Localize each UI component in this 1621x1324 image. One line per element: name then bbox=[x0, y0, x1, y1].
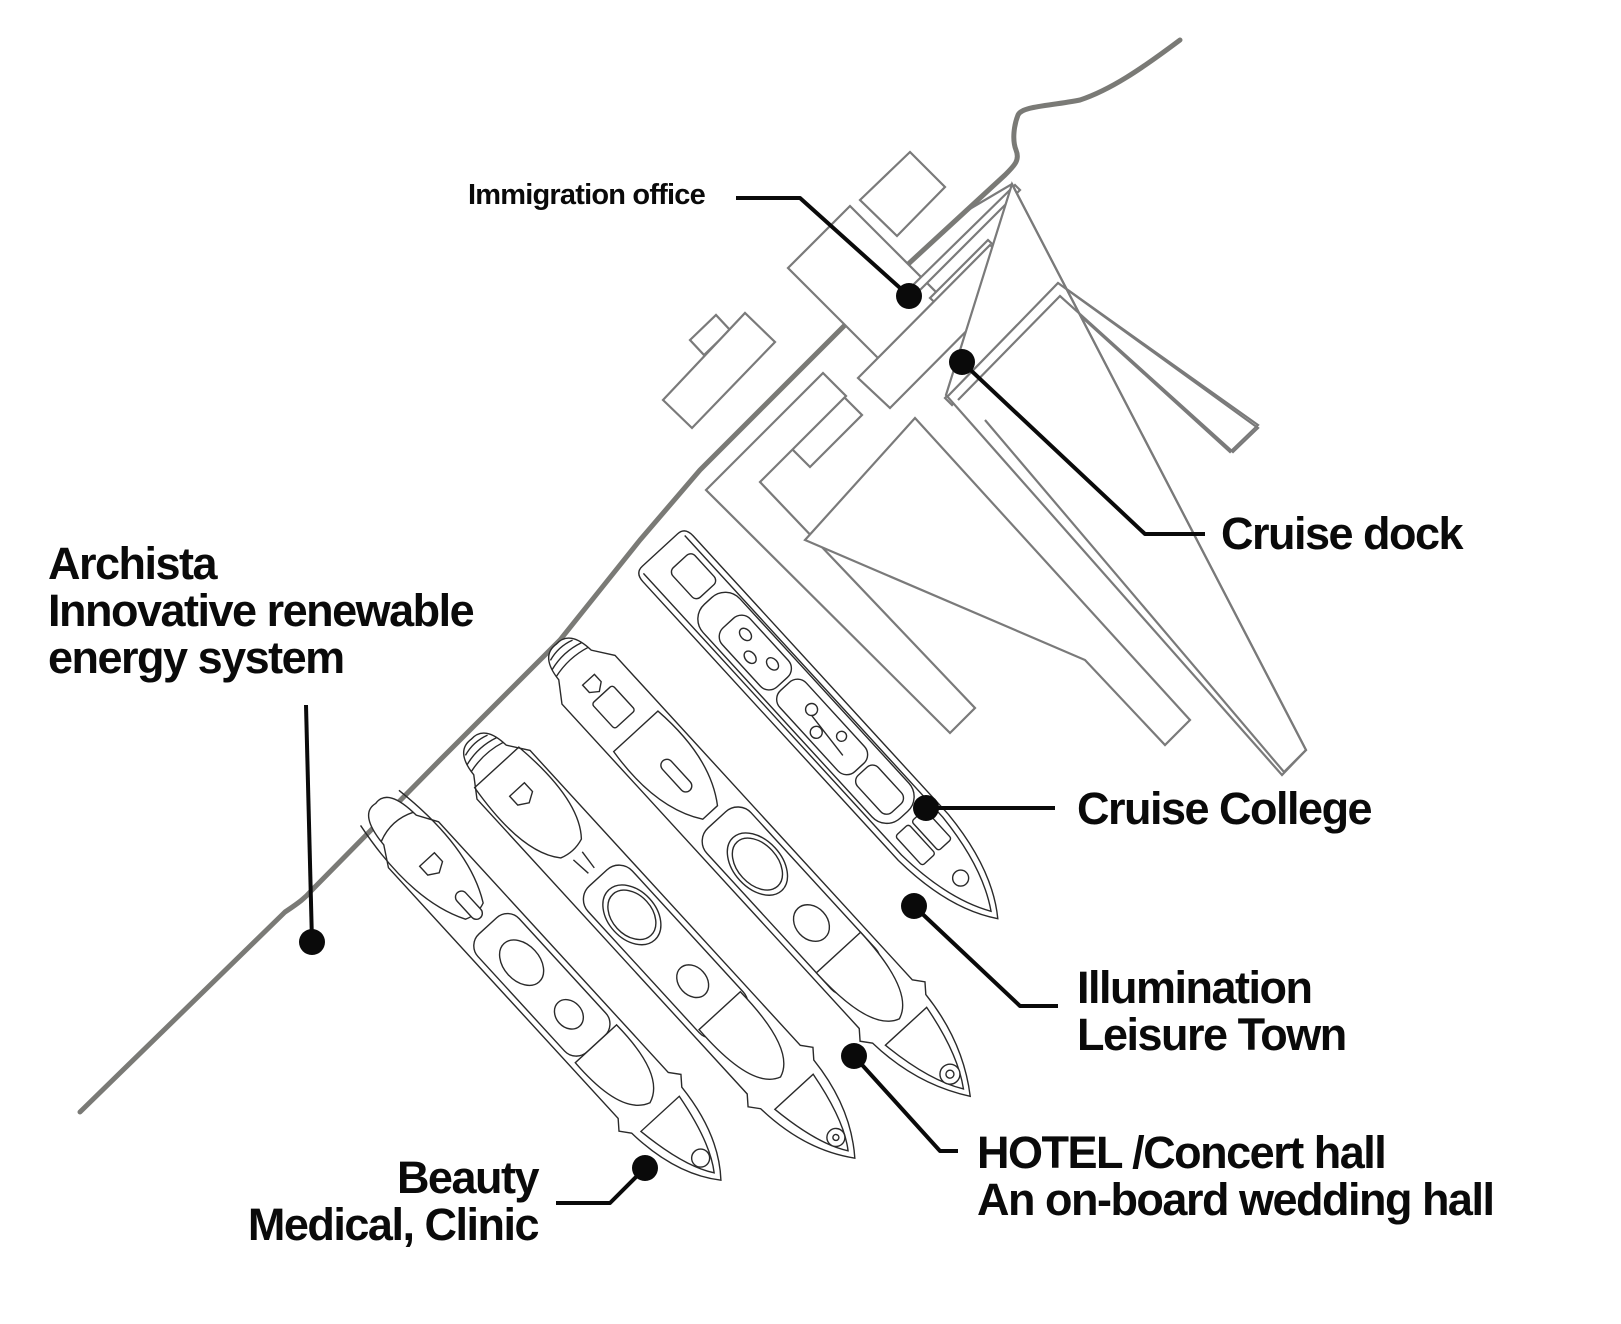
dot-illumination bbox=[901, 893, 927, 919]
ship-deck-aft bbox=[670, 553, 717, 600]
ship-funnel bbox=[454, 890, 484, 921]
ship-theatre bbox=[815, 931, 904, 1022]
label-archista: Archista Innovative renewable energy sys… bbox=[48, 538, 475, 683]
ship-pool-2 bbox=[743, 650, 757, 665]
ship-fore bbox=[773, 1073, 849, 1152]
ship-cruise-college bbox=[638, 530, 999, 920]
ship-promenade bbox=[473, 912, 611, 1057]
callout-dots bbox=[299, 283, 975, 1181]
ship-crest bbox=[418, 851, 444, 876]
dot-hotel bbox=[841, 1043, 867, 1069]
ship-bow-feature-inner bbox=[945, 1069, 955, 1079]
label-illumination-line2: Leisure Town bbox=[1077, 1009, 1347, 1060]
label-hotel-line2: An on-board wedding hall bbox=[977, 1174, 1495, 1225]
dot-beauty bbox=[632, 1155, 658, 1181]
ship-dome bbox=[553, 998, 585, 1030]
leader-archista bbox=[304, 704, 314, 943]
dot-cruise-college bbox=[913, 795, 939, 821]
ship-deck-feature bbox=[804, 702, 819, 717]
callouts bbox=[304, 196, 1205, 1205]
ship-hotel bbox=[463, 732, 856, 1159]
label-archista-line3: energy system bbox=[48, 632, 345, 683]
label-hotel-line1: HOTEL /Concert hall bbox=[977, 1127, 1387, 1178]
ship-atrium-ring bbox=[726, 832, 789, 896]
ship-sundeck bbox=[473, 746, 583, 859]
dock-central bbox=[704, 371, 977, 735]
ship-sundeck bbox=[775, 678, 869, 776]
leader-hotel bbox=[852, 1054, 958, 1153]
dock-inner bbox=[803, 416, 1192, 747]
label-cruise-dock: Cruise dock bbox=[1221, 508, 1464, 559]
ships bbox=[359, 530, 999, 1182]
building-west bbox=[661, 311, 777, 430]
label-beauty-line1: Beauty bbox=[396, 1152, 540, 1203]
ship-pool-3 bbox=[765, 657, 780, 671]
ship-hull-inner bbox=[642, 535, 992, 913]
leader-cruise-dock bbox=[960, 360, 1205, 536]
ship-atrium-ring bbox=[602, 884, 662, 946]
ship-crest bbox=[581, 673, 602, 694]
ship-dome bbox=[792, 904, 831, 943]
ship-pool bbox=[498, 939, 545, 987]
dock-structures bbox=[661, 150, 1308, 777]
ship-court bbox=[592, 685, 635, 729]
dot-immigration-office bbox=[896, 283, 922, 309]
label-beauty: Beauty Medical, Clinic bbox=[247, 1152, 540, 1250]
ship-deck-feature bbox=[835, 730, 848, 742]
ship-bow-feature-inner bbox=[832, 1133, 840, 1142]
label-archista-line2: Innovative renewable bbox=[48, 585, 475, 636]
pier-far-east bbox=[967, 182, 1308, 774]
ship-bridge bbox=[854, 764, 905, 815]
leader-beauty bbox=[556, 1166, 647, 1205]
ship-crest bbox=[508, 781, 534, 806]
ship-stern-rings bbox=[464, 734, 504, 773]
ship-dome bbox=[676, 964, 710, 999]
ship-stern-ring bbox=[380, 811, 414, 843]
ship-illumination bbox=[548, 637, 972, 1098]
label-hotel: HOTEL /Concert hall An on-board wedding … bbox=[977, 1127, 1495, 1225]
ship-atrium bbox=[607, 889, 657, 941]
leader-immigration-office bbox=[736, 196, 911, 298]
pier-outlines bbox=[947, 182, 1308, 774]
ship-pool-1 bbox=[738, 627, 753, 642]
label-archista-line1: Archista bbox=[48, 538, 218, 589]
ship-deck-feature bbox=[809, 725, 823, 740]
ship-theatre bbox=[574, 1023, 655, 1107]
ship-funnel bbox=[660, 758, 693, 793]
building-north bbox=[858, 150, 947, 238]
label-illumination: Illumination Leisure Town bbox=[1077, 962, 1347, 1060]
dot-archista bbox=[299, 929, 325, 955]
ship-pool-area bbox=[718, 614, 793, 691]
label-cruise-college: Cruise College bbox=[1077, 783, 1373, 834]
ship-fore-helipad bbox=[951, 869, 970, 887]
ship-theatre bbox=[698, 990, 785, 1080]
ship-fore-panel bbox=[895, 824, 935, 866]
ship-fore bbox=[884, 1006, 965, 1090]
ship-beauty bbox=[359, 789, 722, 1182]
label-beauty-line2: Medical, Clinic bbox=[247, 1199, 540, 1250]
label-immigration-office: Immigration office bbox=[468, 179, 706, 211]
ship-atrium bbox=[731, 837, 784, 891]
pier-long-east bbox=[947, 281, 1260, 454]
label-illumination-line1: Illumination bbox=[1077, 962, 1313, 1013]
ship-fore bbox=[639, 1095, 715, 1174]
leader-illumination bbox=[912, 904, 1058, 1008]
dot-cruise-dock bbox=[949, 349, 975, 375]
ship-bow-feature bbox=[690, 1148, 711, 1168]
ship-stern-rings bbox=[549, 639, 589, 678]
